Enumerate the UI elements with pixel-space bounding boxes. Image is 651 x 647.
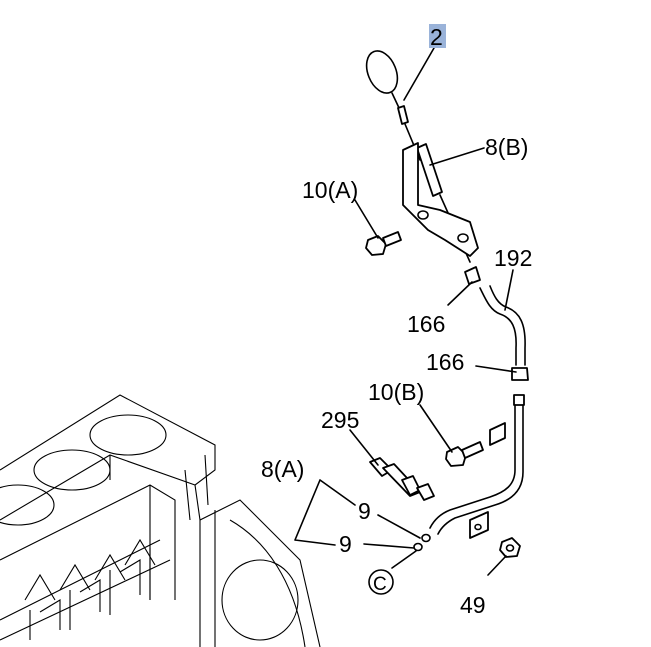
label-part-10b: 10(B) xyxy=(368,379,424,405)
leader-lines xyxy=(294,47,517,576)
label-part-8a: 8(A) xyxy=(261,456,304,482)
guide-tube[interactable] xyxy=(429,394,525,539)
nut-49[interactable] xyxy=(499,537,521,558)
label-part-166-upper: 166 xyxy=(407,311,445,337)
label-part-295: 295 xyxy=(321,407,359,433)
label-part-2: 2 xyxy=(430,24,443,50)
label-part-192: 192 xyxy=(494,245,532,271)
bolt-10b[interactable] xyxy=(445,441,484,467)
part-2-highlight xyxy=(429,24,446,48)
clip-166-lower[interactable] xyxy=(511,367,529,381)
label-part-166-lower: 166 xyxy=(426,349,464,375)
engine-block xyxy=(0,394,321,647)
o-rings-9[interactable] xyxy=(413,533,431,552)
hose-192[interactable] xyxy=(479,285,526,366)
label-part-49: 49 xyxy=(460,592,486,618)
part-labels: 2 8(B) 10(A) 192 166 166 10(B) 295 8(A) … xyxy=(261,24,532,618)
bracket-8b[interactable] xyxy=(402,142,479,257)
label-part-c: C xyxy=(373,574,387,595)
circled-c-marker xyxy=(368,569,394,595)
label-part-9-upper: 9 xyxy=(358,498,371,524)
label-part-9-lower: 9 xyxy=(339,531,352,557)
clip-166-upper[interactable] xyxy=(464,266,481,285)
label-part-10a: 10(A) xyxy=(302,177,358,203)
label-part-8b: 8(B) xyxy=(485,134,528,160)
stud-295[interactable] xyxy=(369,457,435,501)
bolt-10a[interactable] xyxy=(365,231,402,256)
